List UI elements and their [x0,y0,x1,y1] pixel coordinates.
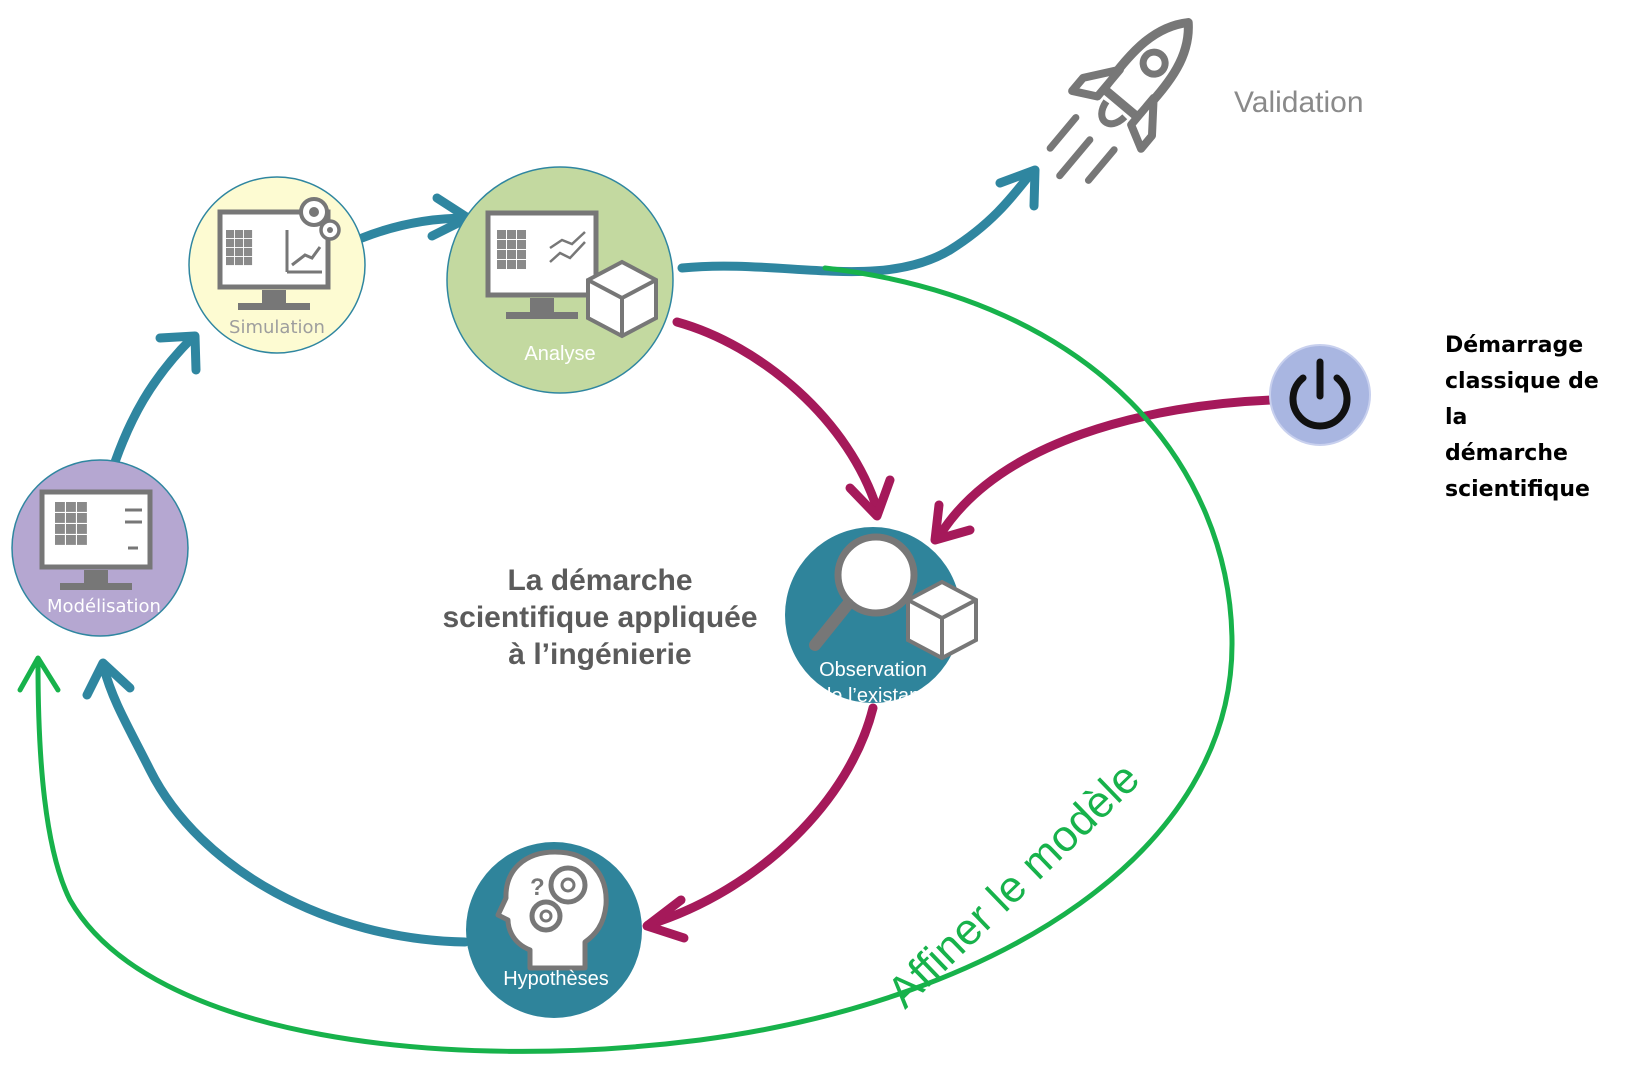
node-observation[interactable]: Observation de l’existant [785,527,978,707]
arrow-hypotheses-modelisation [99,663,470,947]
arrow-simulation-analyse [357,213,472,243]
arrow-start-observation [935,395,1277,540]
power-icon [1289,358,1351,430]
start-line3: démarche [1445,441,1568,466]
arrow-modelisation-simulation [110,333,197,467]
arrow-analyse-observation [672,317,883,517]
magnifier-cube-icon [809,533,978,661]
node-analyse[interactable]: Analyse [446,166,674,394]
monitor-chart-gears-icon [217,197,341,310]
start-line4: scientifique [1445,477,1590,502]
start-node[interactable] [1269,344,1371,446]
start-line2: classique de la [1445,369,1599,430]
rocket-icon [1046,18,1193,184]
arrow-refine-loop [35,265,1235,1054]
validation-group: Validation [1046,18,1364,184]
validation-label: Validation [1234,86,1364,119]
center-title-line2: scientifique appliquée [442,601,757,634]
node-simulation[interactable]: Simulation [188,176,366,354]
center-title-line3: à l’ingénierie [508,638,691,671]
monitor-cube-icon [39,489,153,590]
start-line1: Démarrage [1445,333,1584,358]
cycle-arrows [17,165,1277,1054]
simulation-label: Simulation [229,317,325,338]
node-hypotheses[interactable]: ? Hypothèses [466,842,642,1018]
center-title-line1: La démarche [507,564,692,597]
refine-loop-label: Affiner le modèle [878,753,1149,1017]
head-gears-icon: ? [495,849,609,971]
modelisation-label: Modélisation [47,596,161,617]
start-description: Démarrage classique de la démarche scien… [1445,328,1620,508]
hypotheses-label: Hypothèses [503,968,609,990]
monitor-graph-cube-icon [485,210,658,339]
observation-label-line1: Observation [819,659,927,681]
analyse-label: Analyse [524,343,595,365]
observation-label-line2: de l’existant [820,685,926,707]
arrow-analyse-validation [677,167,1037,277]
center-title: La démarche scientifique appliquée à l’i… [442,564,757,671]
arrow-observation-hypotheses [643,703,878,930]
node-modelisation[interactable]: Modélisation [11,459,189,637]
svg-text:?: ? [530,874,545,901]
